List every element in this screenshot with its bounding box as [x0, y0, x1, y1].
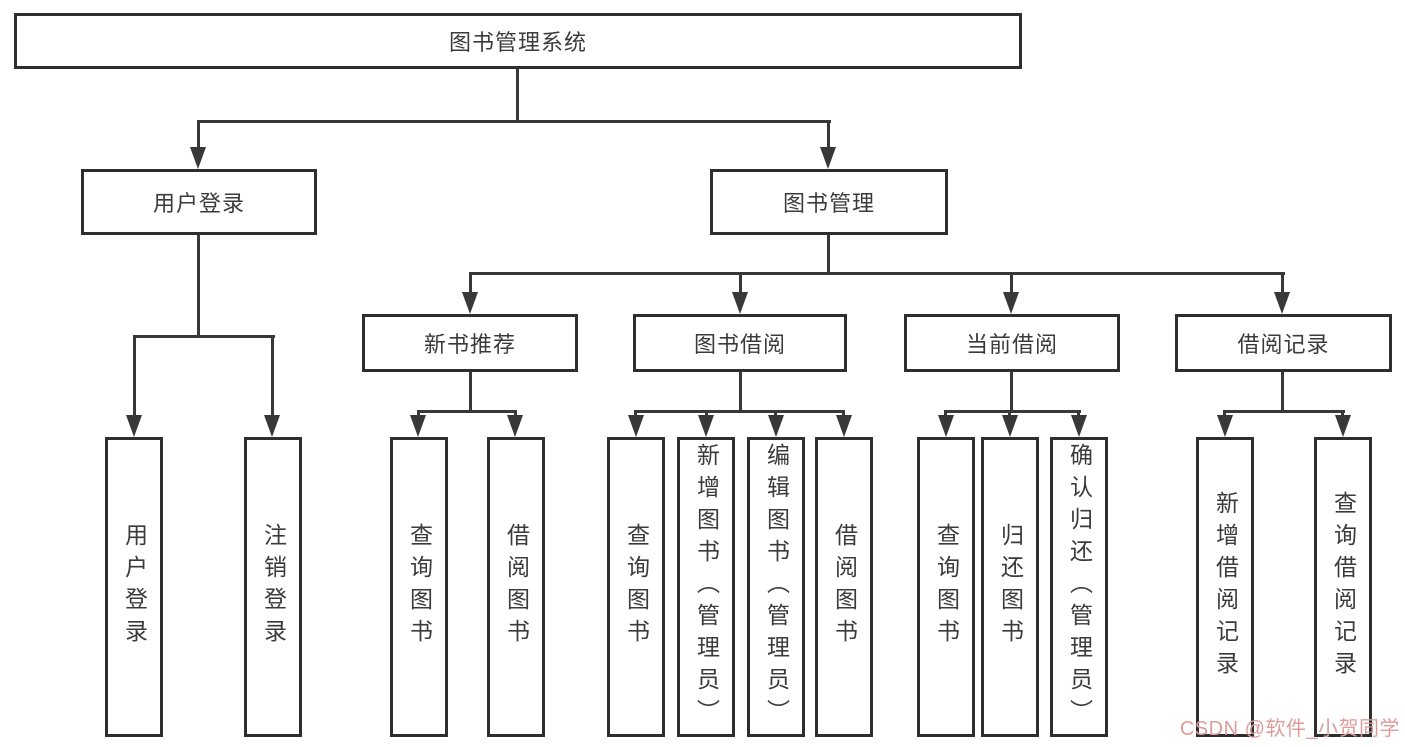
connector-drop-leaf	[634, 410, 637, 418]
connector-drop-leaf	[133, 335, 136, 415]
node-book-management: 图书管理	[710, 169, 948, 235]
leaf-borrow-query-books: 查询图书	[607, 437, 665, 737]
node-user-login-label: 用户登录	[152, 191, 245, 216]
leaf-query-borrow-record-label: 查询借阅记录	[1330, 491, 1357, 683]
connector-book-stem	[827, 235, 830, 272]
node-book-borrow: 图书借阅	[633, 314, 847, 372]
node-root: 图书管理系统	[14, 13, 1022, 69]
connector-g2-hbar	[634, 410, 845, 413]
arrowhead-down-icon	[264, 415, 280, 437]
connector-drop-leaf	[514, 410, 517, 418]
arrowhead-down-icon	[126, 415, 142, 437]
leaf-add-books-admin-label: 新增图书（管理员）	[693, 443, 720, 731]
arrowhead-down-icon	[1003, 292, 1019, 314]
arrowhead-down-icon	[1002, 415, 1018, 437]
leaf-user-login: 用户登录	[105, 437, 163, 737]
leaf-user-login-label: 用户登录	[121, 523, 148, 651]
node-book-management-label: 图书管理	[782, 191, 875, 216]
arrowhead-down-icon	[836, 415, 852, 437]
leaf-edit-books-admin: 编辑图书（管理员）	[747, 437, 805, 737]
arrowhead-down-icon	[1071, 415, 1087, 437]
connector-drop-module	[1281, 272, 1284, 294]
connector-drop-leaf	[1341, 410, 1344, 418]
leaf-add-borrow-record: 新增借阅记录	[1196, 437, 1254, 737]
arrowhead-down-icon	[507, 415, 523, 437]
leaf-add-borrow-record-label: 新增借阅记录	[1212, 491, 1239, 683]
leaf-return-books-label: 归还图书	[997, 523, 1024, 651]
connector-drop-leaf	[705, 410, 708, 418]
connector-user-stem	[197, 235, 200, 335]
node-root-label: 图书管理系统	[448, 30, 587, 55]
node-new-book-recommend: 新书推荐	[362, 314, 578, 372]
leaf-recommend-query-books: 查询图书	[390, 437, 448, 737]
connector-drop-leaf	[1008, 410, 1011, 418]
arrowhead-down-icon	[1335, 415, 1351, 437]
connector-drop-leaf	[774, 410, 777, 418]
connector-g1-hbar	[417, 410, 517, 413]
connector-user-hbar	[133, 335, 275, 338]
leaf-recommend-borrow-books-label: 借阅图书	[503, 523, 530, 651]
arrowhead-down-icon	[768, 415, 784, 437]
leaf-current-query-books-label: 查询图书	[933, 523, 960, 651]
leaf-recommend-query-books-label: 查询图书	[406, 523, 433, 651]
connector-drop-leaf	[944, 410, 947, 418]
node-user-login: 用户登录	[81, 169, 317, 235]
connector-g3-hbar	[944, 410, 1081, 413]
connector-g4-hbar	[1223, 410, 1345, 413]
connector-drop-user	[197, 120, 200, 148]
connector-root-hbar	[197, 120, 831, 123]
connector-g4-stem	[1281, 372, 1284, 410]
node-new-book-recommend-label: 新书推荐	[423, 332, 516, 357]
leaf-query-borrow-record: 查询借阅记录	[1314, 437, 1372, 737]
arrowhead-down-icon	[628, 415, 644, 437]
arrowhead-down-icon	[698, 415, 714, 437]
connector-book-hbar	[469, 272, 1285, 275]
connector-g3-stem	[1010, 372, 1013, 410]
node-book-borrow-label: 图书借阅	[693, 332, 786, 357]
connector-drop-leaf	[271, 335, 274, 415]
leaf-confirm-return-admin-label: 确认归还（管理员）	[1066, 443, 1093, 731]
leaf-borrow-query-books-label: 查询图书	[623, 523, 650, 651]
connector-drop-module	[1010, 272, 1013, 294]
connector-g2-stem	[739, 372, 742, 410]
connector-g1-stem	[469, 372, 472, 410]
leaf-edit-books-admin-label: 编辑图书（管理员）	[763, 443, 790, 731]
connector-drop-module	[469, 272, 472, 294]
connector-drop-leaf	[1223, 410, 1226, 418]
leaf-borrow-books-label: 借阅图书	[831, 523, 858, 651]
leaf-current-query-books: 查询图书	[917, 437, 975, 737]
arrowhead-down-icon	[1217, 415, 1233, 437]
arrowhead-down-icon	[190, 147, 206, 169]
leaf-confirm-return-admin: 确认归还（管理员）	[1050, 437, 1108, 737]
connector-drop-book	[827, 120, 830, 148]
node-borrow-records: 借阅记录	[1175, 314, 1392, 372]
arrowhead-down-icon	[462, 292, 478, 314]
leaf-borrow-books: 借阅图书	[815, 437, 873, 737]
arrowhead-down-icon	[820, 147, 836, 169]
connector-drop-leaf	[417, 410, 420, 418]
leaf-add-books-admin: 新增图书（管理员）	[677, 437, 735, 737]
leaf-logout-label: 注销登录	[260, 523, 287, 651]
connector-root-stem	[516, 68, 519, 120]
node-current-borrow: 当前借阅	[904, 314, 1120, 372]
leaf-return-books: 归还图书	[981, 437, 1039, 737]
node-current-borrow-label: 当前借阅	[965, 332, 1058, 357]
leaf-logout: 注销登录	[244, 437, 302, 737]
connector-drop-leaf	[1077, 410, 1080, 418]
leaf-recommend-borrow-books: 借阅图书	[487, 437, 545, 737]
arrowhead-down-icon	[732, 292, 748, 314]
arrowhead-down-icon	[410, 415, 426, 437]
connector-drop-leaf	[842, 410, 845, 418]
arrowhead-down-icon	[938, 415, 954, 437]
connector-drop-module	[739, 272, 742, 294]
watermark-text: CSDN @软件_小贺同学	[1179, 718, 1400, 740]
node-borrow-records-label: 借阅记录	[1237, 332, 1330, 357]
arrowhead-down-icon	[1274, 292, 1290, 314]
